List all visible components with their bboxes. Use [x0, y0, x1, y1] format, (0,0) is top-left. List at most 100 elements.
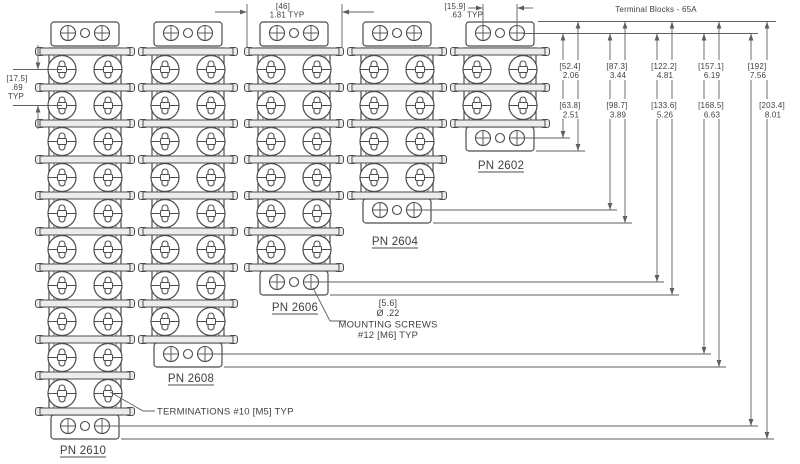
terminal-screw-icon: [508, 90, 538, 121]
terminal-screw-icon: [47, 126, 77, 157]
mounting-hole-icon: [302, 24, 320, 42]
arrowhead-icon: [701, 347, 707, 354]
terminal-screw-icon: [359, 126, 389, 157]
arrowhead-icon: [716, 360, 722, 367]
barrier-strip: [39, 155, 131, 164]
mounting-hole-icon: [162, 345, 180, 363]
terminal-screw-icon: [47, 378, 77, 409]
arrowhead-icon: [669, 21, 675, 29]
screw-boss: [103, 138, 113, 145]
terminal-screw-icon: [405, 126, 435, 157]
center-hole-icon: [79, 420, 91, 432]
barrier-strip: [39, 371, 131, 380]
arrowhead-icon: [517, 5, 524, 11]
terminal-screw-icon: [256, 90, 286, 121]
screw-boss: [160, 102, 170, 109]
mounting-plate-bottom: [50, 414, 120, 440]
barrier-strip: [351, 155, 443, 164]
screw-boss: [369, 102, 379, 109]
terminal-screw-icon: [93, 198, 123, 229]
screw-boss: [206, 174, 216, 181]
dim-value-in: 2.51: [563, 111, 580, 120]
mounting-hole-icon: [474, 129, 492, 147]
screw-boss: [206, 66, 216, 73]
dim-label-bg: [600, 60, 634, 80]
barrier-strip: [351, 83, 443, 92]
barrier-strip: [142, 47, 234, 56]
terminal-block-pn-2610: PN 2610: [35, 21, 135, 458]
terminal-block-pn-2604: PN 2604: [347, 21, 447, 249]
screw-boss: [266, 246, 276, 253]
mounting-hole-icon: [93, 24, 111, 42]
screw-boss: [57, 318, 67, 325]
screw-boss: [57, 138, 67, 145]
arrowhead-icon: [764, 21, 770, 29]
terminations-note: TERMINATIONS #10 [M5] TYP: [109, 391, 293, 418]
pn-label: PN 2602: [478, 160, 524, 172]
dim-label-bg: [693, 99, 729, 119]
barrier-strip: [142, 83, 234, 92]
screw-boss: [103, 174, 113, 181]
screw-boss: [160, 210, 170, 217]
center-hole-icon: [391, 204, 403, 216]
arrowhead-icon: [575, 21, 581, 29]
arrowhead-icon: [764, 432, 770, 439]
mounting-hole-icon: [302, 273, 320, 291]
terminal-screw-icon: [196, 270, 226, 301]
screw-boss: [369, 66, 379, 73]
arrowhead-icon: [575, 144, 581, 151]
terminal-screw-icon: [47, 306, 77, 337]
screw-boss: [57, 354, 67, 361]
mounting-hole-icon: [508, 24, 526, 42]
terminal-screw-icon: [47, 234, 77, 265]
height-dimensions: [52.4]2.06[63.8]2.51[87.3]3.44[98.7]3.89…: [109, 21, 790, 440]
screw-boss: [312, 66, 322, 73]
terminal-screw-icon: [302, 162, 332, 193]
mounting-plate-bottom: [259, 270, 329, 296]
arrowhead-icon: [35, 62, 41, 70]
mounting-hole-icon: [59, 24, 77, 42]
dim-pn-2606: [122.2]4.81[133.6]5.26: [318, 21, 682, 296]
mounting-hole-icon: [196, 24, 214, 42]
terminal-block-pn-2602: PN 2602: [450, 21, 550, 173]
mounting-plate-top: [153, 21, 223, 47]
terminal-screw-icon: [150, 306, 180, 337]
dim-value-mm: [98.7]: [606, 101, 627, 110]
terminal-screw-icon: [302, 126, 332, 157]
dim-pn-2602: [52.4]2.06[63.8]2.51: [523, 21, 588, 152]
screw-boss: [266, 102, 276, 109]
screw-boss: [415, 66, 425, 73]
screw-boss: [160, 138, 170, 145]
terminal-screw-icon: [302, 54, 332, 85]
screw-boss: [312, 174, 322, 181]
mounting-hole-icon: [93, 417, 111, 435]
center-hole-icon: [79, 27, 91, 39]
barrier-strip: [351, 119, 443, 128]
pn-label: PN 2608: [168, 373, 214, 385]
terminal-screw-icon: [150, 198, 180, 229]
screw-boss: [518, 66, 528, 73]
dim-value-mm: [52.4]: [559, 62, 580, 71]
screw-boss: [369, 174, 379, 181]
screw-boss: [206, 246, 216, 253]
screw-boss: [472, 66, 482, 73]
barrier-strip: [142, 191, 234, 200]
center-hole-icon: [288, 276, 300, 288]
terminal-screw-icon: [93, 270, 123, 301]
terminal-screw-icon: [256, 162, 286, 193]
terminal-screw-icon: [359, 162, 389, 193]
terminal-block-pn-2608: PN 2608: [138, 21, 238, 386]
arrowhead-icon: [35, 105, 41, 113]
terminal-screw-icon: [150, 234, 180, 265]
screw-boss: [206, 102, 216, 109]
screw-boss: [103, 282, 113, 289]
mounting-hole-icon: [371, 201, 389, 219]
screw-boss: [160, 282, 170, 289]
arrowhead-icon: [622, 21, 628, 29]
terminal-screw-icon: [256, 234, 286, 265]
terminal-screw-icon: [196, 234, 226, 265]
screw-boss: [472, 102, 482, 109]
barrier-strip: [39, 335, 131, 344]
terminal-screw-icon: [508, 54, 538, 85]
screw-boss: [266, 138, 276, 145]
